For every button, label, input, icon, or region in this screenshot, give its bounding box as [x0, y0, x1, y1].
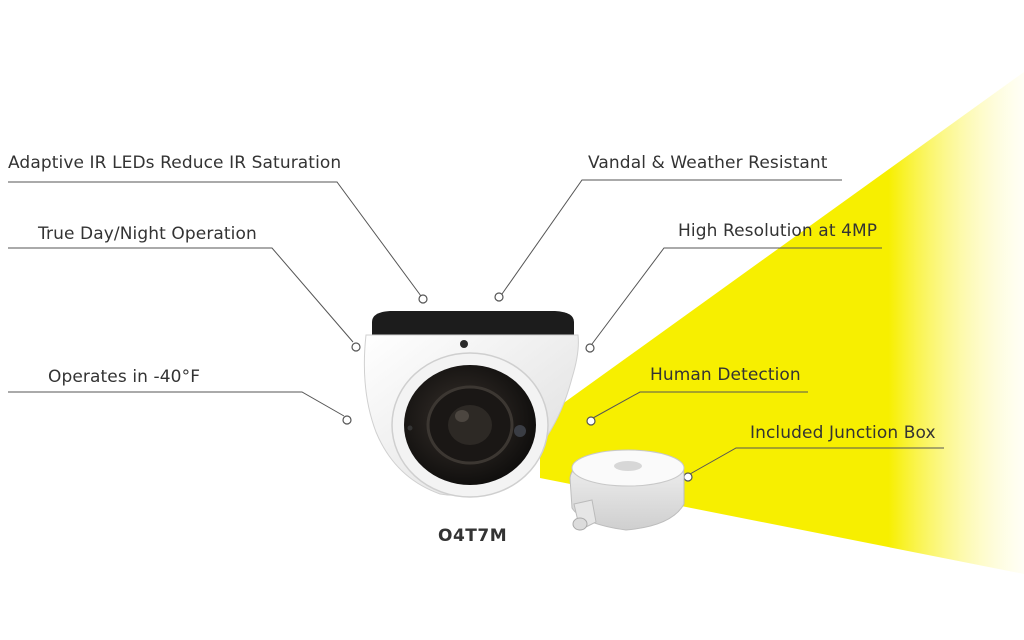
feature-label-junction-box: Included Junction Box — [750, 423, 936, 443]
feature-label-human-detection: Human Detection — [650, 365, 801, 385]
marker-junction-box — [683, 472, 693, 482]
feature-label-vandal: Vandal & Weather Resistant — [588, 153, 828, 173]
feature-label-day-night: True Day/Night Operation — [38, 224, 257, 244]
leader-vandal — [501, 179, 842, 295]
leader-day-night — [8, 247, 354, 343]
marker-vandal — [494, 292, 504, 302]
feature-label-temperature: Operates in -40°F — [48, 367, 201, 387]
camera-illustration — [363, 311, 579, 498]
marker-adaptive-ir — [418, 294, 428, 304]
junction-box-illustration — [569, 449, 685, 531]
callout-markers — [342, 292, 693, 482]
marker-day-night — [351, 342, 361, 352]
marker-temperature — [342, 415, 352, 425]
feature-label-adaptive-ir: Adaptive IR LEDs Reduce IR Saturation — [8, 153, 342, 173]
leader-adaptive-ir — [8, 181, 422, 297]
product-model-name: O4T7M — [438, 526, 508, 546]
leader-junction-box — [689, 447, 944, 475]
leader-human-detection — [592, 391, 808, 419]
leader-temperature — [8, 391, 345, 417]
marker-human-detection — [586, 416, 596, 426]
leader-resolution — [591, 247, 882, 345]
marker-resolution — [585, 343, 595, 353]
leader-lines — [8, 179, 944, 475]
feature-label-resolution: High Resolution at 4MP — [678, 221, 878, 241]
